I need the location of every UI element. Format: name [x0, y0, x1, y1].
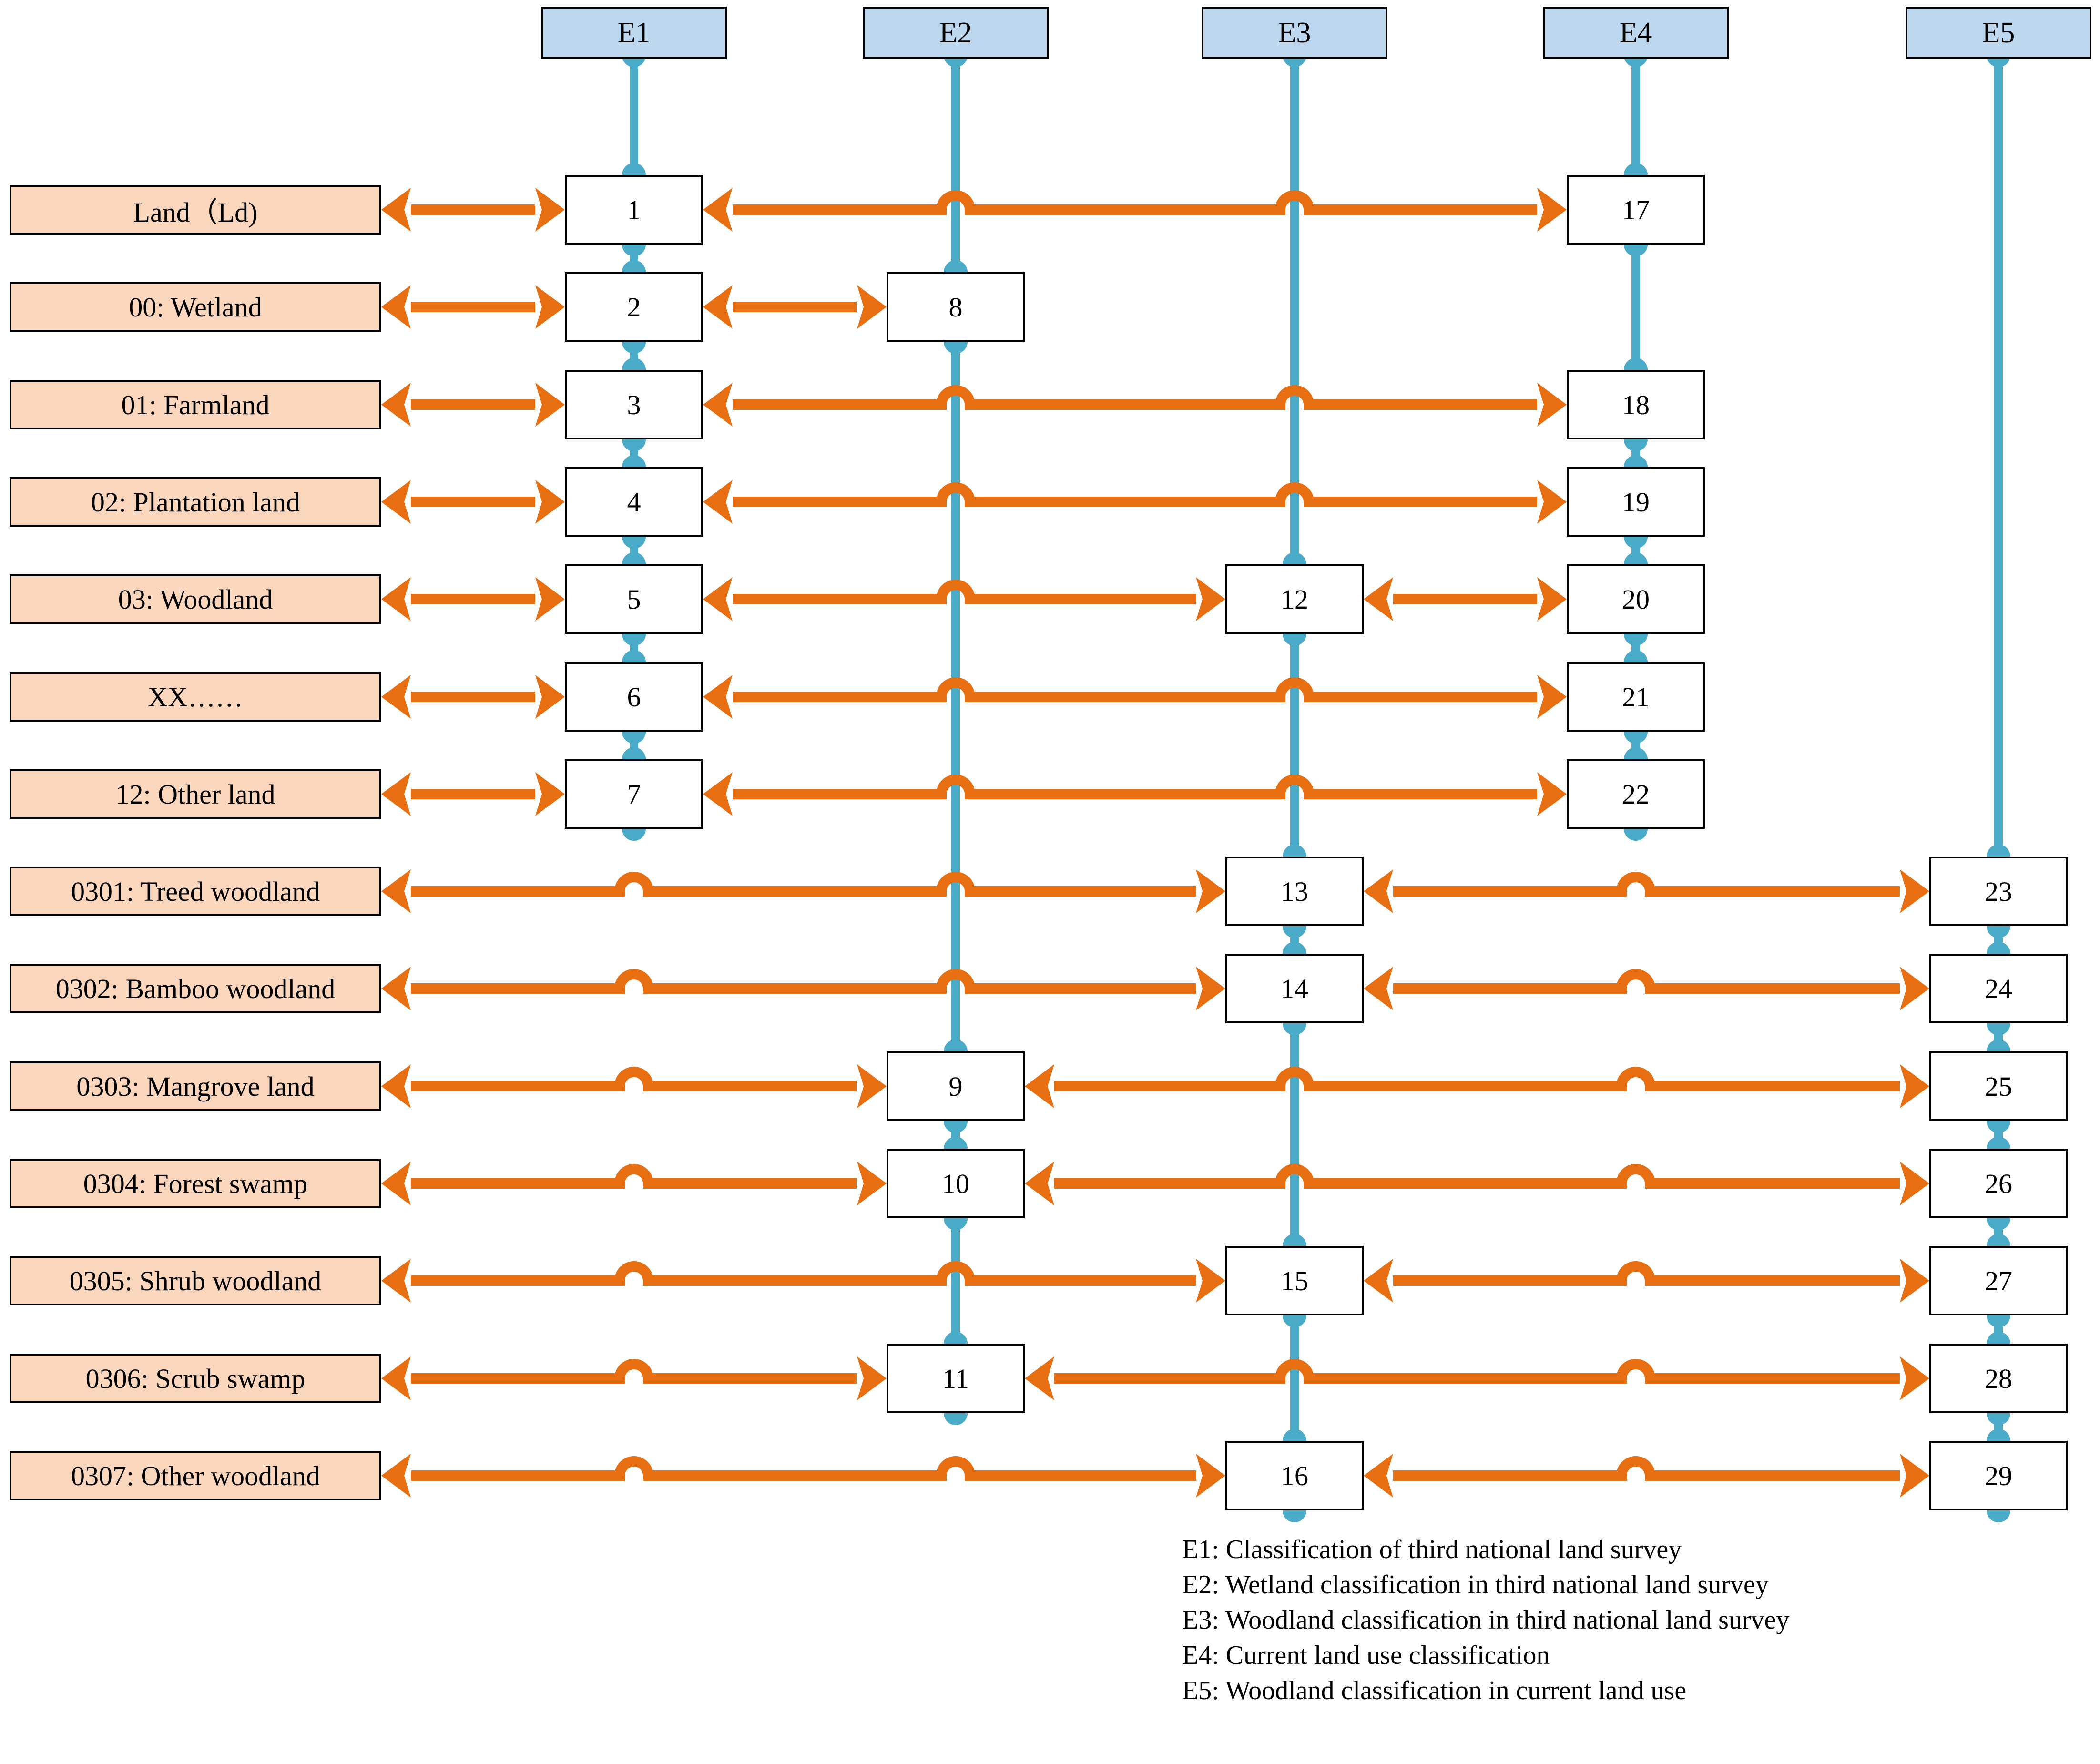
row-label-4[interactable]: 03: Woodland	[10, 574, 381, 624]
node-box-1[interactable]: 1	[565, 175, 703, 245]
row-label-2[interactable]: 01: Farmland	[10, 380, 381, 429]
row-label-9[interactable]: 0303: Mangrove land	[10, 1061, 381, 1111]
row-label-3[interactable]: 02: Plantation land	[10, 477, 381, 527]
row-label-10[interactable]: 0304: Forest swamp	[10, 1159, 381, 1208]
row-label-6[interactable]: 12: Other land	[10, 769, 381, 819]
node-box-9[interactable]: 9	[887, 1051, 1025, 1121]
node-box-23[interactable]: 23	[1929, 857, 2068, 926]
row-label-7[interactable]: 0301: Treed woodland	[10, 867, 381, 916]
legend: E1: Classification of third national lan…	[1182, 1532, 2040, 1709]
row-label-12[interactable]: 0306: Scrub swamp	[10, 1354, 381, 1403]
row-label-5[interactable]: XX……	[10, 672, 381, 722]
node-box-11[interactable]: 11	[887, 1344, 1025, 1413]
node-box-27[interactable]: 27	[1929, 1246, 2068, 1315]
row-label-11[interactable]: 0305: Shrub woodland	[10, 1256, 381, 1305]
row-label-13[interactable]: 0307: Other woodland	[10, 1451, 381, 1500]
node-box-25[interactable]: 25	[1929, 1051, 2068, 1121]
node-box-8[interactable]: 8	[887, 272, 1025, 342]
node-box-26[interactable]: 26	[1929, 1149, 2068, 1218]
node-box-10[interactable]: 10	[887, 1149, 1025, 1218]
column-header-e1[interactable]: E1	[541, 7, 727, 59]
node-box-15[interactable]: 15	[1225, 1246, 1364, 1315]
column-header-e2[interactable]: E2	[863, 7, 1049, 59]
node-box-16[interactable]: 16	[1225, 1441, 1364, 1510]
column-header-e4[interactable]: E4	[1543, 7, 1729, 59]
legend-line-3: E3: Woodland classification in third nat…	[1182, 1605, 1790, 1635]
column-header-e5[interactable]: E5	[1906, 7, 2091, 59]
node-box-2[interactable]: 2	[565, 272, 703, 342]
node-box-12[interactable]: 12	[1225, 564, 1364, 634]
node-box-19[interactable]: 19	[1567, 467, 1705, 537]
legend-line-4: E4: Current land use classification	[1182, 1640, 1550, 1670]
legend-line-1: E1: Classification of third national lan…	[1182, 1535, 1682, 1564]
row-label-8[interactable]: 0302: Bamboo woodland	[10, 964, 381, 1013]
node-box-13[interactable]: 13	[1225, 857, 1364, 926]
row-label-1[interactable]: 00: Wetland	[10, 282, 381, 332]
node-box-14[interactable]: 14	[1225, 954, 1364, 1023]
row-label-0[interactable]: Land（Ld)	[10, 185, 381, 235]
node-box-17[interactable]: 17	[1567, 175, 1705, 245]
column-header-e3[interactable]: E3	[1202, 7, 1387, 59]
node-box-4[interactable]: 4	[565, 467, 703, 537]
node-box-20[interactable]: 20	[1567, 564, 1705, 634]
legend-line-2: E2: Wetland classification in third nati…	[1182, 1570, 1769, 1600]
node-box-6[interactable]: 6	[565, 662, 703, 732]
node-box-21[interactable]: 21	[1567, 662, 1705, 732]
node-box-22[interactable]: 22	[1567, 759, 1705, 829]
node-box-28[interactable]: 28	[1929, 1344, 2068, 1413]
node-box-5[interactable]: 5	[565, 564, 703, 634]
node-box-29[interactable]: 29	[1929, 1441, 2068, 1510]
node-box-18[interactable]: 18	[1567, 370, 1705, 439]
node-box-3[interactable]: 3	[565, 370, 703, 439]
node-box-7[interactable]: 7	[565, 759, 703, 829]
node-box-24[interactable]: 24	[1929, 954, 2068, 1023]
legend-line-5: E5: Woodland classification in current l…	[1182, 1675, 1687, 1705]
